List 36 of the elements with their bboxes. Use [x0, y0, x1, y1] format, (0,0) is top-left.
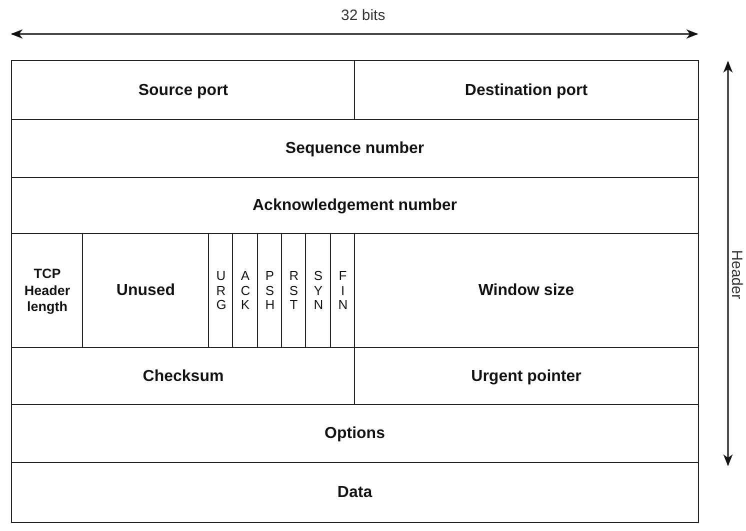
header-field — [11, 177, 698, 234]
dimension-label: 32 bits — [341, 7, 386, 24]
field-label: TCP Header length — [23, 266, 72, 316]
dimension-label: Header — [728, 250, 746, 300]
header-field — [11, 404, 698, 464]
flag-field — [208, 233, 234, 348]
field-label: Acknowledgement number — [252, 196, 457, 216]
field-label: Checksum — [142, 366, 224, 386]
field-label: Unused — [116, 281, 176, 300]
header-field — [354, 60, 698, 120]
field-label: Sequence number — [285, 139, 424, 158]
field-label: SYN — [314, 269, 323, 312]
header-field — [354, 233, 698, 348]
flag-field — [330, 233, 356, 348]
header-field — [11, 347, 356, 406]
field-label: ACK — [240, 269, 250, 312]
field-label: PSH — [265, 269, 274, 312]
field-label: URG — [216, 269, 226, 312]
flag-field — [232, 233, 258, 348]
header-field — [11, 119, 698, 178]
flag-field — [281, 233, 306, 348]
field-label: FIN — [338, 269, 348, 312]
header-field — [11, 462, 698, 522]
header-field — [11, 233, 84, 348]
field-label: Data — [337, 482, 372, 502]
flag-field — [257, 233, 282, 348]
field-label: Source port — [138, 80, 228, 100]
field-label: Urgent pointer — [471, 366, 582, 386]
field-label: Options — [324, 424, 385, 444]
field-label: Window size — [478, 281, 574, 300]
header-field — [354, 347, 698, 406]
header-field — [11, 60, 356, 120]
flag-field — [305, 233, 332, 348]
field-label: Destination port — [464, 80, 588, 100]
header-field — [82, 233, 210, 348]
field-label: RST — [289, 269, 298, 312]
